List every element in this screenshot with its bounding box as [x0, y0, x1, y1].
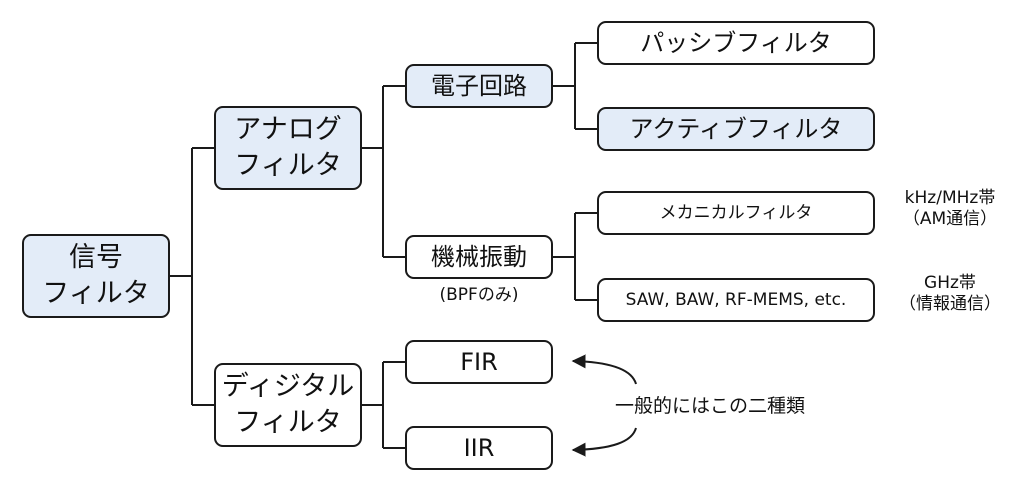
note-two-types: 一般的にはこの二種類	[615, 395, 806, 417]
node-iir: IIR	[405, 426, 553, 470]
node-signal-filter: 信号 フィルタ	[22, 234, 170, 318]
note-khz-mhz-am: kHz/MHz帯 （AM通信）	[902, 188, 998, 230]
node-fir: FIR	[405, 340, 553, 384]
node-passive-filter: パッシブフィルタ	[597, 21, 875, 65]
node-active-filter: アクティブフィルタ	[597, 107, 875, 151]
node-mechanical-vibration: 機械振動	[405, 235, 553, 279]
node-analog-filter: アナログ フィルタ	[214, 106, 362, 190]
node-electronic-circuit: 電子回路	[405, 64, 553, 108]
arrow-to-fir	[571, 354, 637, 385]
note-bpf-only: (BPFのみ)	[439, 285, 519, 305]
node-mechanical-filter: メカニカルフィルタ	[597, 191, 875, 235]
note-ghz-info: GHz帯 （情報通信）	[899, 273, 1001, 315]
arrow-to-iir	[571, 427, 637, 457]
node-digital-filter: ディジタル フィルタ	[214, 363, 362, 447]
node-saw-baw-rfmems: SAW, BAW, RF-MEMS, etc.	[597, 278, 875, 322]
